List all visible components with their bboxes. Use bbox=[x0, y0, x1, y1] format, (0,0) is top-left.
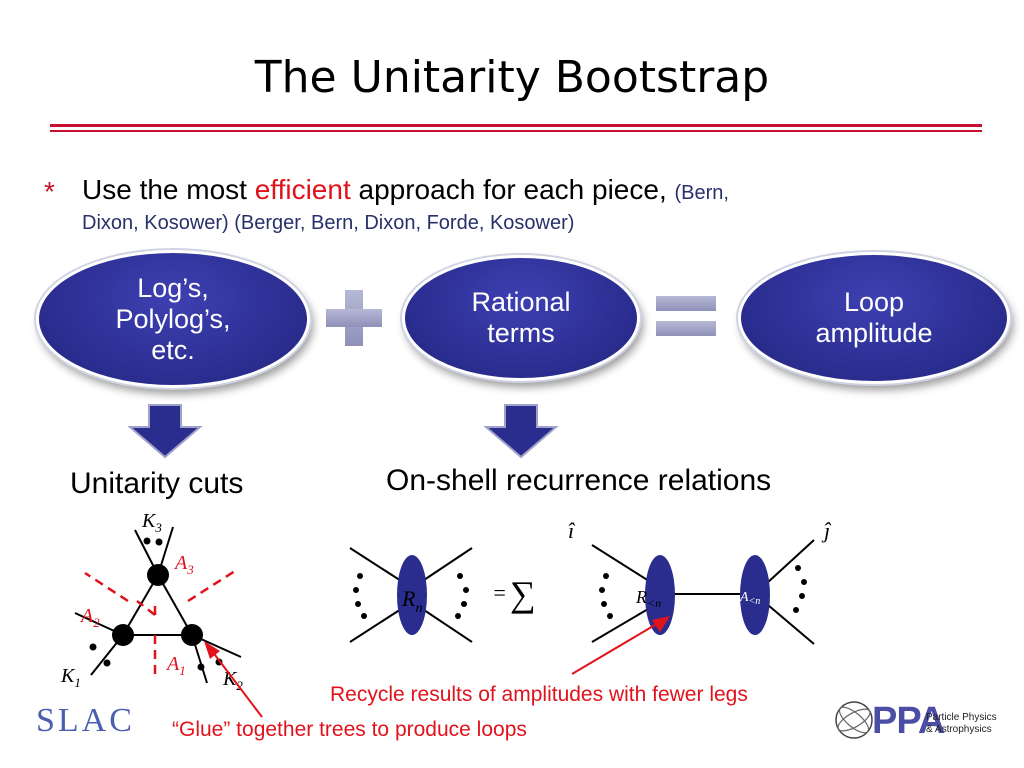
onshell-recursion-diagram: Rn = ∑ î ĵ R<n A<n bbox=[349, 518, 832, 645]
bullet-text-before: Use the most bbox=[82, 174, 255, 205]
oval-loop-label: Loop amplitude bbox=[815, 287, 933, 348]
glue-arrow-icon bbox=[204, 641, 263, 718]
ppa-swirl-icon bbox=[835, 701, 873, 739]
annotation-recycle: Recycle results of amplitudes with fewer… bbox=[330, 683, 748, 706]
oval-loop: Loop amplitude bbox=[738, 252, 1010, 384]
bullet-citation-2: Dixon, Kosower) (Berger, Bern, Dixon, Fo… bbox=[82, 212, 575, 234]
label-equals: = bbox=[492, 580, 507, 605]
slide-title: The Unitarity Bootstrap bbox=[254, 52, 770, 103]
bullet-text: Use the most efficient approach for each… bbox=[82, 174, 729, 206]
bullet-highlight: efficient bbox=[254, 174, 351, 205]
bullet-text-after: approach for each piece, bbox=[350, 174, 675, 205]
label-k3: K3 bbox=[141, 510, 162, 535]
annotation-glue: “Glue” together trees to produce loops bbox=[172, 718, 527, 741]
label-j-hat: ĵ bbox=[821, 518, 832, 543]
down-arrow-icon-left bbox=[127, 404, 203, 459]
unitarity-cut-diagram: K3 A3 A2 A1 K1 K2 bbox=[60, 510, 243, 693]
oval-rational: Rational terms bbox=[402, 255, 640, 381]
label-sum: ∑ bbox=[510, 574, 536, 614]
bullet-citation-1: (Bern, bbox=[674, 182, 729, 204]
oval-rational-label: Rational terms bbox=[471, 287, 571, 348]
oval-logs: Log’s, Polylog’s, etc. bbox=[36, 250, 310, 388]
label-i-hat: î bbox=[568, 518, 576, 543]
section-onshell-recurrence: On-shell recurrence relations bbox=[386, 464, 772, 497]
title-rule-top bbox=[50, 124, 982, 127]
down-arrow-icon-right bbox=[483, 404, 559, 459]
title-rule-bottom bbox=[50, 130, 982, 132]
plus-icon bbox=[326, 290, 382, 346]
label-a-less: A<n bbox=[739, 590, 760, 607]
label-k1: K1 bbox=[60, 665, 81, 690]
slac-logo: SLAC bbox=[36, 702, 135, 739]
bullet-marker: * bbox=[44, 176, 55, 207]
label-r-less: R<n bbox=[635, 587, 661, 610]
label-a3: A3 bbox=[173, 552, 194, 577]
recycle-arrow-icon bbox=[571, 616, 670, 675]
oval-logs-label: Log’s, Polylog’s, etc. bbox=[115, 272, 231, 365]
equals-icon bbox=[656, 296, 716, 336]
label-k2: K2 bbox=[222, 668, 243, 693]
ppa-logo-subtitle: Particle Physics & Astrophysics bbox=[926, 712, 997, 735]
section-unitarity-cuts: Unitarity cuts bbox=[70, 467, 244, 500]
ppa-logo: PPA bbox=[872, 700, 945, 742]
label-rn: Rn bbox=[401, 586, 422, 616]
label-a2: A2 bbox=[79, 605, 100, 630]
label-a1: A1 bbox=[165, 653, 186, 678]
